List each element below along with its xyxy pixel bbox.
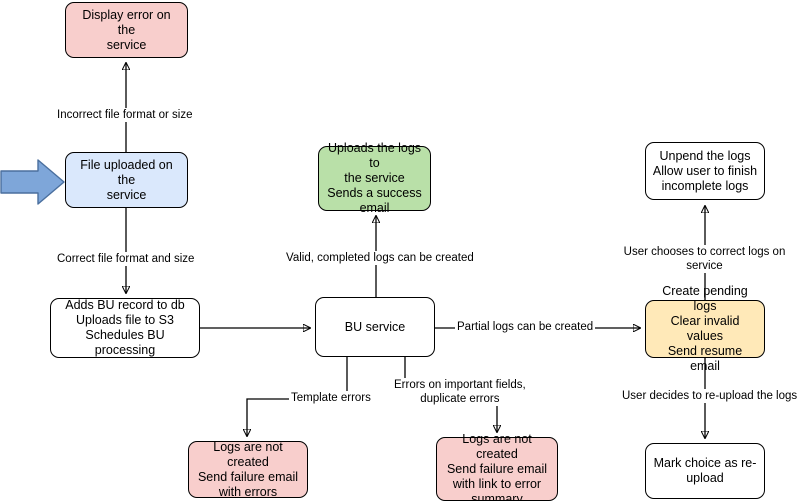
edge-label-user-chooses-to-correct: User chooses to correct logs on service xyxy=(608,245,801,273)
edge-label-errors-on-important-fields: Errors on important fields, duplicate er… xyxy=(392,378,528,406)
edge-label-user-decides-reupload: User decides to re-upload the logs xyxy=(620,389,800,403)
edge-label-partial-logs: Partial logs can be created xyxy=(455,320,596,334)
node-adds-bu-record[interactable]: Adds BU record to db Uploads file to S3 … xyxy=(50,298,200,358)
node-file-uploaded-on-service[interactable]: File uploaded on the service xyxy=(65,152,188,208)
node-uploads-logs-success[interactable]: Uploads the logs to the service Sends a … xyxy=(318,141,431,215)
node-display-error[interactable]: Display error on the service xyxy=(65,2,188,58)
node-unpend-the-logs[interactable]: Unpend the logs Allow user to finish inc… xyxy=(645,142,765,200)
node-logs-not-created-with-errors[interactable]: Logs are not created Send failure email … xyxy=(188,440,308,499)
edge-label-correct-file-format: Correct file format and size xyxy=(55,252,197,266)
entry-arrow-icon xyxy=(0,159,65,205)
node-logs-not-created-error-summary[interactable]: Logs are not created Send failure email … xyxy=(436,432,558,501)
node-mark-choice-as-reupload[interactable]: Mark choice as re- upload xyxy=(645,443,765,499)
edge-label-template-errors: Template errors xyxy=(289,391,373,405)
edge-label-incorrect-file-format: Incorrect file format or size xyxy=(55,108,195,122)
edge-label-valid-completed-logs: Valid, completed logs can be created xyxy=(284,251,476,265)
node-create-pending-logs[interactable]: Create pending logs Clear invalid values… xyxy=(645,284,765,373)
node-bu-service[interactable]: BU service xyxy=(315,297,435,357)
